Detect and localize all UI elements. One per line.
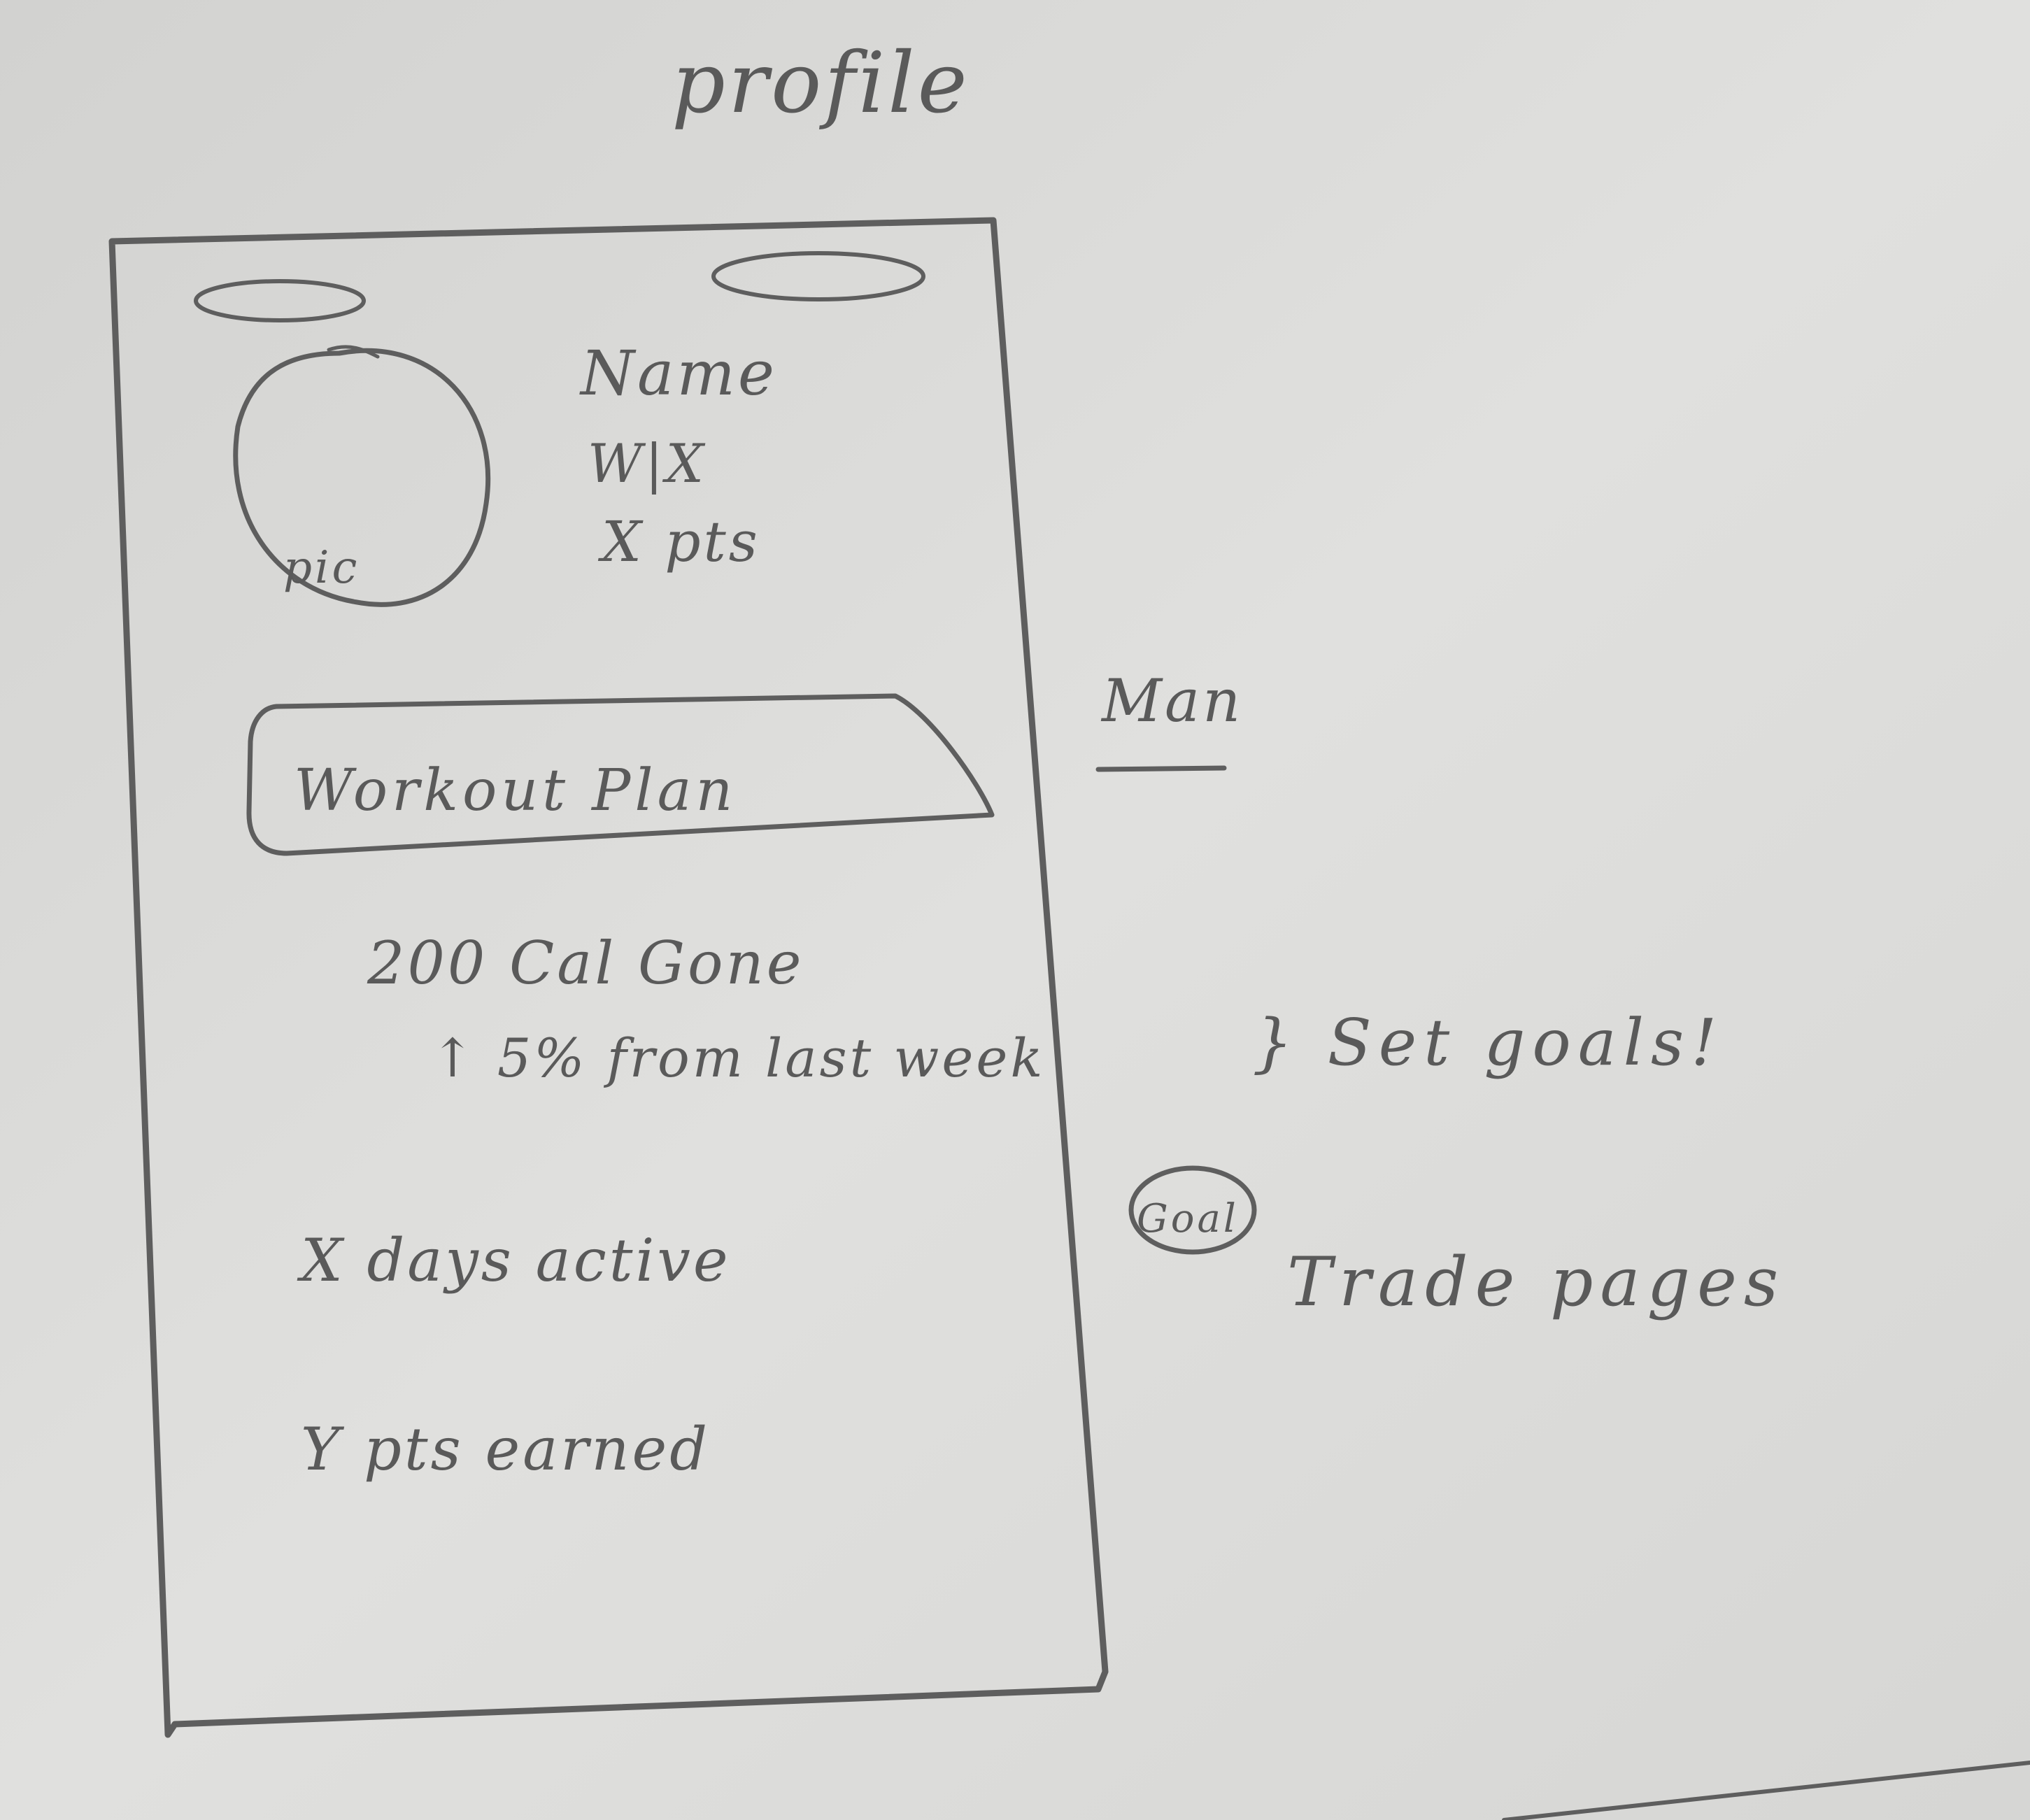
annotation-set-goals: } Set goals!	[1252, 1005, 1724, 1080]
goal-badge-circle	[1128, 1165, 1257, 1255]
stat-calories-change: ↑ 5% from last week	[430, 1027, 1046, 1089]
status-pill-left	[194, 279, 366, 322]
workout-plan-button	[246, 693, 995, 856]
workout-plan-label: Workout Plan	[294, 758, 737, 824]
goal-badge-label: Goal	[1137, 1196, 1239, 1242]
status-pill-right	[711, 251, 925, 301]
profile-points: X pts	[602, 509, 760, 574]
avatar-label: pic	[283, 542, 360, 594]
side-icon-label: Man	[1102, 667, 1244, 735]
profile-name: Name	[581, 337, 777, 409]
stat-calories-today: 200 Cal Gone	[367, 929, 804, 997]
page-title: profile	[672, 35, 970, 132]
avatar-circle	[233, 348, 491, 607]
stat-days-active: X days active	[301, 1226, 731, 1295]
stat-points-earned: Y pts earned	[301, 1415, 711, 1484]
annotation-trade-pages: Trade pages	[1287, 1243, 1786, 1321]
side-icon-underline	[1095, 765, 1227, 772]
phone-frame	[108, 217, 1109, 1738]
profile-win-loss: W|X	[588, 432, 707, 495]
